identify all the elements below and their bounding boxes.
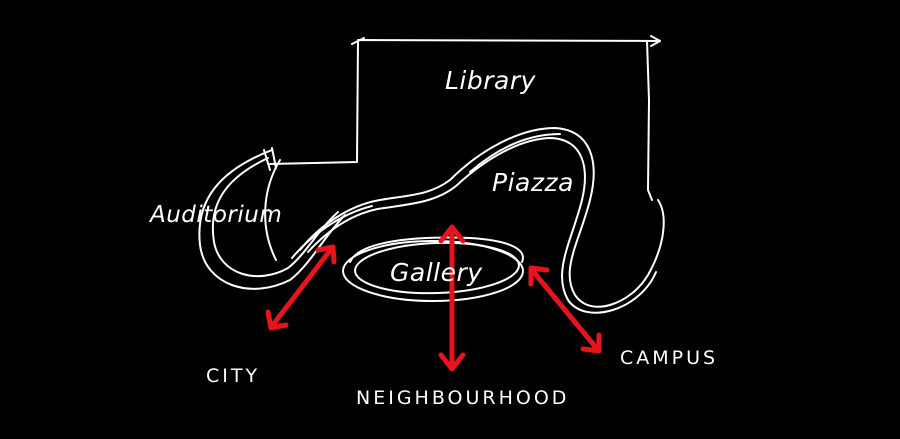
neighbourhood-arrow-head-top [438,224,466,244]
campus-label: CAMPUS [620,347,719,369]
auditorium-outline-inner [211,157,339,278]
neighbourhood-arrow-head-bottom [438,352,466,372]
piazza-outline-3 [291,133,561,259]
piazza-outline-2 [307,137,657,314]
city-arrow [269,245,335,329]
gallery-outline [342,240,524,302]
city-label: CITY [206,365,261,387]
library-outline [269,39,661,201]
auditorium-outline [198,149,346,290]
piazza-label: Piazza [492,168,574,197]
campus-arrow-head-top [528,265,550,287]
campus-arrow [529,267,601,353]
neighbourhood-label: NEIGHBOURHOOD [356,387,570,409]
library-top-tick [351,35,661,47]
gallery-outline-2 [354,241,520,295]
campus-arrow-head-bottom [580,332,602,354]
auditorium-outline-stroke3 [264,159,281,261]
piazza-outline [299,127,665,308]
library-label: Library [445,66,536,95]
auditorium-label: Auditorium [150,202,283,228]
city-arrow-head-bottom [265,309,289,331]
city-arrow-head-top [315,244,337,265]
auditorium-tick [263,147,277,171]
gallery-label: Gallery [390,258,483,287]
